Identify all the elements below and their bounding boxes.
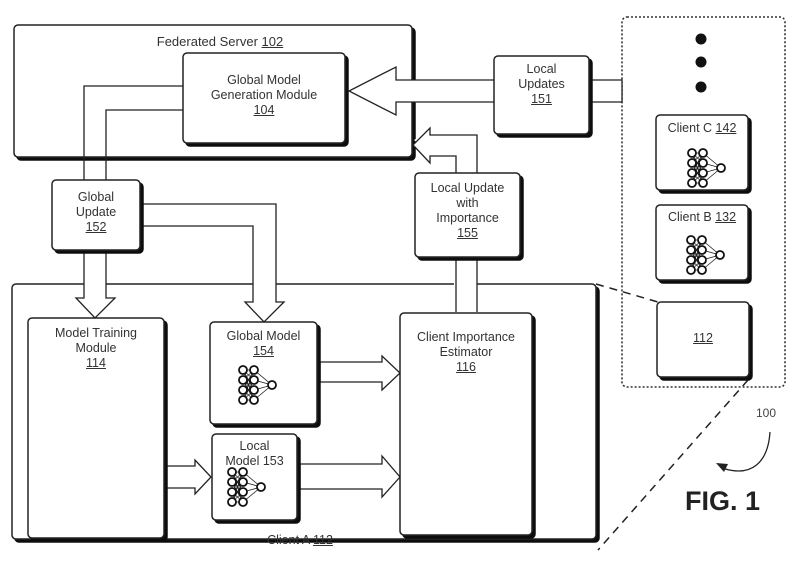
federated-server-name: Federated Server [156, 34, 258, 49]
cie-ref: 116 [456, 360, 476, 374]
zoom-line-bottom [597, 379, 749, 551]
gm-ref: 154 [253, 344, 274, 358]
system-ref-label: 100 [756, 406, 777, 420]
client-b-name: Client B [667, 210, 712, 224]
arrow-server-to-global-update [83, 85, 183, 182]
lui-line3: Importance [436, 211, 499, 225]
local-updates-label: Local Updates 151 [494, 62, 589, 107]
lui-line2: with [456, 196, 479, 210]
arrow-global-model-to-estimator [319, 354, 401, 392]
clients-panel [621, 16, 786, 388]
mt-ref: 114 [86, 356, 106, 370]
client-b-ref: 132 [715, 210, 737, 224]
local-model-label: Local Model 153 [212, 439, 297, 469]
federated-server-label: Federated Server 102 [120, 34, 320, 49]
global-update-label: Global Update 152 [52, 190, 140, 235]
ref-100-arrow [721, 431, 771, 472]
model-training-box [27, 317, 165, 539]
gu-ref: 152 [85, 220, 107, 234]
global-model-box [209, 321, 318, 425]
model-training-label: Model Training Module 114 [28, 326, 164, 371]
figure-label: FIG. 1 [685, 486, 761, 516]
lm-line2: Model 153 [225, 454, 284, 468]
lui-line1: Local Update [430, 181, 505, 195]
global-model-generation-box [182, 52, 346, 144]
client-a-ref: 112 [312, 533, 333, 547]
ellipsis-dot [695, 81, 707, 93]
client-a-thumb-ref: 112 [693, 331, 713, 345]
lu-ref: 151 [531, 92, 552, 106]
local-update-importance-label: Local Update with Importance 155 [415, 181, 520, 241]
client-c-ref: 142 [715, 121, 737, 135]
client-c-name: Client C [667, 121, 713, 135]
client-a-name: Client A [267, 533, 310, 547]
zoom-line-top [595, 283, 659, 303]
local-updates-box [493, 55, 590, 135]
local-update-importance-box [414, 172, 521, 258]
gm-name: Global Model [226, 329, 301, 343]
arrow-local-model-to-estimator [299, 454, 401, 499]
gmg-line1: Global Model [227, 73, 301, 87]
lm-line1: Local [239, 439, 270, 453]
arrow-training-to-local-model [165, 458, 212, 496]
mt-line2: Module [75, 341, 117, 355]
client-b-label: Client B 132 [656, 210, 748, 225]
ref-100-arrowhead [716, 463, 728, 472]
global-model-generation-label: Global Model Generation Module 104 [183, 73, 345, 118]
cie-line2: Estimator [439, 345, 493, 359]
gu-line2: Update [75, 205, 117, 219]
gmg-line2: Generation Module [210, 88, 318, 102]
client-c-label: Client C 142 [656, 121, 748, 136]
ellipsis-dot [695, 56, 707, 68]
lu-line2: Updates [518, 77, 565, 91]
global-update-box [51, 179, 141, 251]
mt-line1: Model Training [55, 326, 137, 340]
client-a-thumb-box [656, 301, 750, 378]
global-model-label: Global Model 154 [210, 329, 317, 359]
client-importance-estimator-box [399, 312, 533, 536]
ellipsis-dot [695, 33, 707, 45]
lu-line1: Local [526, 62, 557, 76]
client-a-label: Client A 112 [230, 533, 370, 548]
federated-server-ref: 102 [261, 34, 284, 49]
cie-line1: Client Importance [417, 330, 515, 344]
arrow-global-update-to-training [74, 249, 117, 319]
client-importance-estimator-label: Client Importance Estimator 116 [400, 330, 532, 375]
gmg-ref: 104 [253, 103, 275, 117]
lui-ref: 155 [457, 226, 478, 240]
gu-line1: Global [77, 190, 115, 204]
